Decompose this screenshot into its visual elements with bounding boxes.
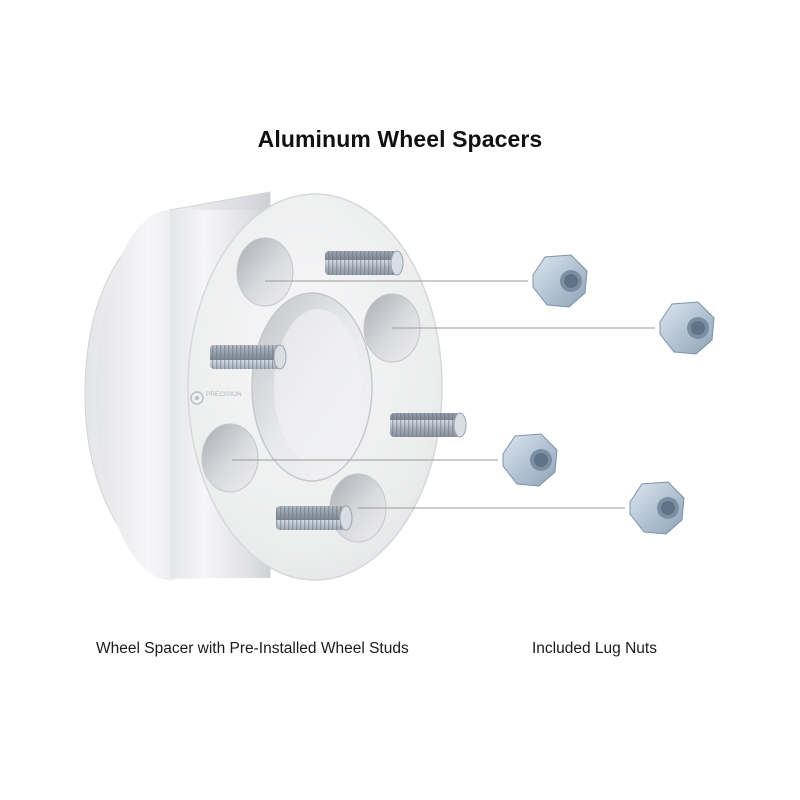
brand-logo-text: PRECISION bbox=[206, 391, 242, 398]
page-title: Aluminum Wheel Spacers bbox=[257, 126, 543, 152]
lug-nut-icon bbox=[502, 254, 715, 535]
precision-logo-icon bbox=[190, 391, 204, 405]
spacer-caption: Wheel Spacer with Pre-Installed Wheel St… bbox=[96, 640, 409, 657]
leader-lines bbox=[232, 280, 655, 509]
wheel-stud-icon bbox=[210, 250, 467, 531]
wheel-spacer-illustration: PRECISION bbox=[84, 191, 443, 581]
lug-nuts-caption: Included Lug Nuts bbox=[532, 640, 657, 657]
